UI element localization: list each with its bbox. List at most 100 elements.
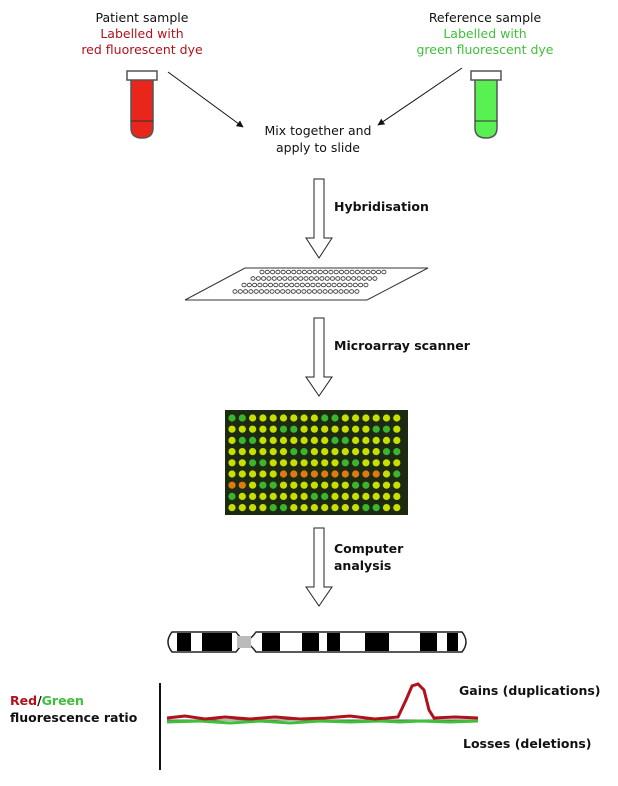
array-spot xyxy=(249,448,257,456)
array-spot xyxy=(331,504,339,512)
slide-spot xyxy=(301,269,307,275)
slide-spot xyxy=(314,276,320,281)
slide-spot xyxy=(363,282,369,288)
slide-spot xyxy=(317,269,323,275)
array-spot xyxy=(310,414,318,422)
array-spot xyxy=(341,448,349,456)
slide-spot xyxy=(310,282,316,288)
gains-label: Gains (duplications) xyxy=(459,683,601,698)
array-spot xyxy=(259,425,267,433)
array-spot xyxy=(310,492,318,500)
array-spot xyxy=(249,481,257,489)
slide-spot xyxy=(287,276,293,281)
slide-spot xyxy=(291,269,297,275)
array-spot xyxy=(372,436,380,444)
slide-spot xyxy=(376,269,382,275)
hybridisation-label: Hybridisation xyxy=(334,199,429,214)
array-spot xyxy=(372,425,380,433)
array-spot xyxy=(238,448,246,456)
slide-spot xyxy=(307,269,313,275)
array-spot xyxy=(393,448,401,456)
array-spot xyxy=(393,459,401,467)
array-spot xyxy=(362,436,370,444)
array-spot xyxy=(238,414,246,422)
array-spot xyxy=(290,459,298,467)
array-spot xyxy=(362,448,370,456)
reference-test-tube-icon xyxy=(470,70,502,139)
slide-spot xyxy=(328,269,334,275)
array-spot xyxy=(341,414,349,422)
down-arrow-icon xyxy=(305,178,333,259)
slide-spot xyxy=(319,276,325,281)
array-spot xyxy=(310,470,318,478)
array-spot xyxy=(382,492,391,500)
slide-spot xyxy=(276,276,282,281)
array-spot xyxy=(352,504,360,512)
slide-spot xyxy=(262,282,268,288)
slide-spot xyxy=(269,289,275,294)
array-spot xyxy=(300,481,308,489)
ratio-label-line2: fluorescence ratio xyxy=(10,710,138,725)
array-spot xyxy=(228,504,236,512)
array-spot xyxy=(259,492,267,500)
array-spot xyxy=(300,414,308,422)
array-spot xyxy=(310,481,318,489)
array-spot xyxy=(238,425,246,433)
slide-spot xyxy=(365,269,371,275)
array-spot xyxy=(372,492,380,500)
chromosome-icon xyxy=(167,631,467,653)
array-spot xyxy=(393,504,401,512)
array-spot xyxy=(321,414,329,422)
slide-spot xyxy=(270,269,276,275)
slide-spot xyxy=(305,282,311,288)
slide-spot xyxy=(273,282,279,288)
patient-sample-title: Patient sample xyxy=(95,10,189,25)
array-spot xyxy=(352,448,360,456)
array-spot xyxy=(321,470,329,478)
ratio-red-word: Red xyxy=(10,693,38,708)
array-spot xyxy=(228,436,236,444)
array-spot xyxy=(382,459,391,467)
array-spot xyxy=(279,425,288,433)
slide-spot xyxy=(354,289,360,294)
slide-spot xyxy=(294,282,300,288)
green-ratio-trace xyxy=(166,719,479,725)
slide-spot xyxy=(258,289,264,294)
patient-to-mix-arrow xyxy=(167,71,244,128)
array-spot xyxy=(279,470,288,478)
slide-spot xyxy=(267,282,273,288)
array-spot xyxy=(362,504,370,512)
slide-spot xyxy=(255,276,261,281)
array-spot xyxy=(341,459,349,467)
array-spot xyxy=(310,425,318,433)
array-spot xyxy=(362,425,370,433)
array-spot xyxy=(228,425,236,433)
slide-spot xyxy=(246,282,252,288)
array-spot xyxy=(300,459,308,467)
reference-label-line2: green fluorescent dye xyxy=(416,42,554,57)
slide-spot xyxy=(285,269,291,275)
slide-spot xyxy=(324,276,330,281)
down-arrow-icon xyxy=(305,527,333,607)
glass-slide-icon xyxy=(184,267,429,301)
array-spot xyxy=(341,492,349,500)
array-spot xyxy=(372,470,380,478)
slide-spot xyxy=(331,282,337,288)
slide-spot xyxy=(343,289,349,294)
slide-spot xyxy=(349,269,355,275)
slide-spot xyxy=(326,282,332,288)
ratio-label-line1: Red/Green xyxy=(10,693,84,709)
slide-spot xyxy=(299,282,305,288)
array-spot xyxy=(321,504,329,512)
array-spot xyxy=(249,414,257,422)
slide-spot xyxy=(361,276,367,281)
array-spot xyxy=(269,504,277,512)
slide-spot xyxy=(264,269,270,275)
patient-label-line1: Labelled with xyxy=(100,26,184,41)
array-spot xyxy=(382,414,391,422)
slide-spot xyxy=(237,289,243,294)
slide-spot xyxy=(345,276,351,281)
slide-spot xyxy=(290,289,296,294)
array-spot xyxy=(382,481,391,489)
array-spot xyxy=(279,481,288,489)
